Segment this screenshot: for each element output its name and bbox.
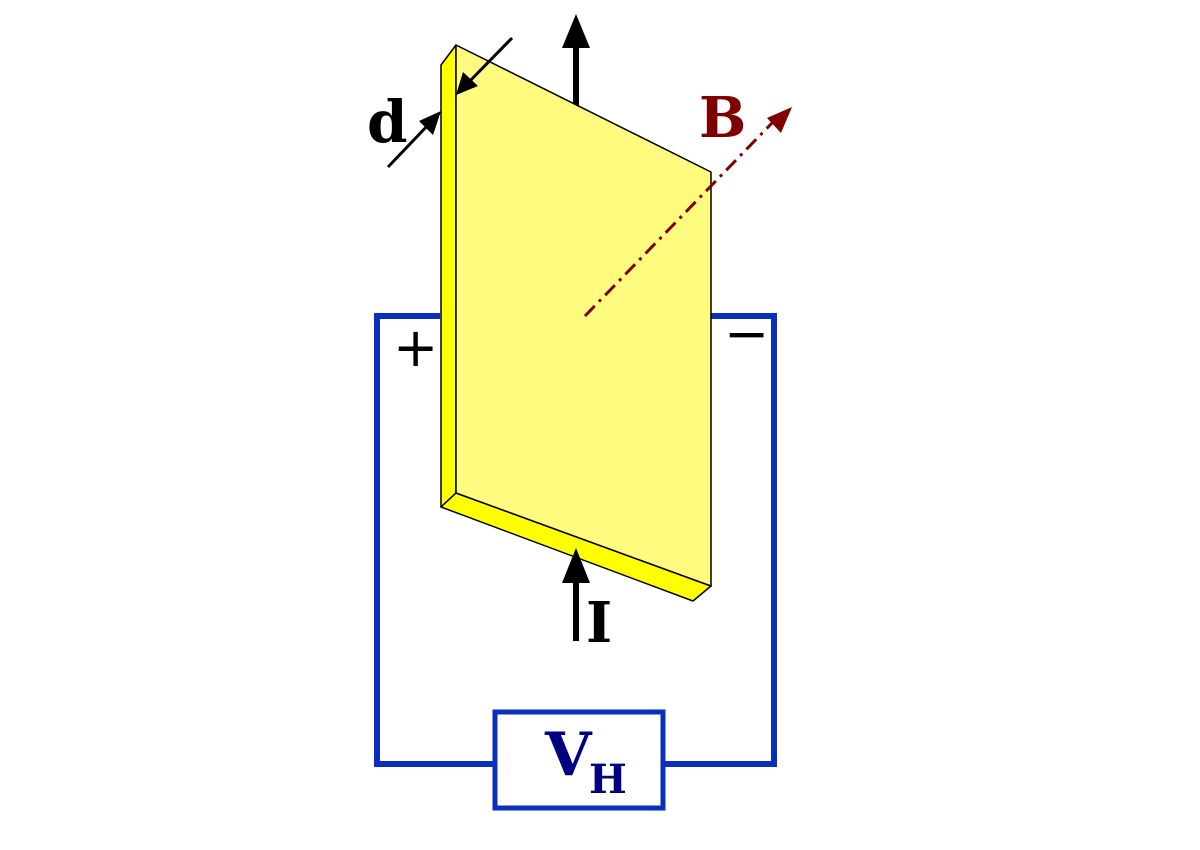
dash-dot-arrow-icon <box>767 107 792 133</box>
field-label: B <box>699 85 746 151</box>
right-wire <box>663 313 777 767</box>
circuit-wires <box>374 313 777 767</box>
voltage-label-sub: H <box>589 756 627 803</box>
minus-sign: − <box>724 302 769 365</box>
current-arrow-head <box>562 548 590 583</box>
field-line <box>583 121 774 318</box>
voltage-label-main: V <box>544 720 593 790</box>
double-arrow-icon <box>456 72 478 95</box>
plate-left-edge <box>440 44 457 508</box>
plus-sign: + <box>393 316 438 379</box>
voltmeter-box <box>492 709 666 811</box>
thickness-arrow-bottom <box>386 121 432 169</box>
left-wire <box>374 313 495 767</box>
arrow-up-icon <box>562 14 590 48</box>
thickness-label: d <box>367 88 408 156</box>
thickness-arrow-bottom-head <box>419 111 441 135</box>
plate-face <box>455 44 712 587</box>
thickness-arrow-top <box>464 36 514 87</box>
current-label: I <box>586 590 612 656</box>
